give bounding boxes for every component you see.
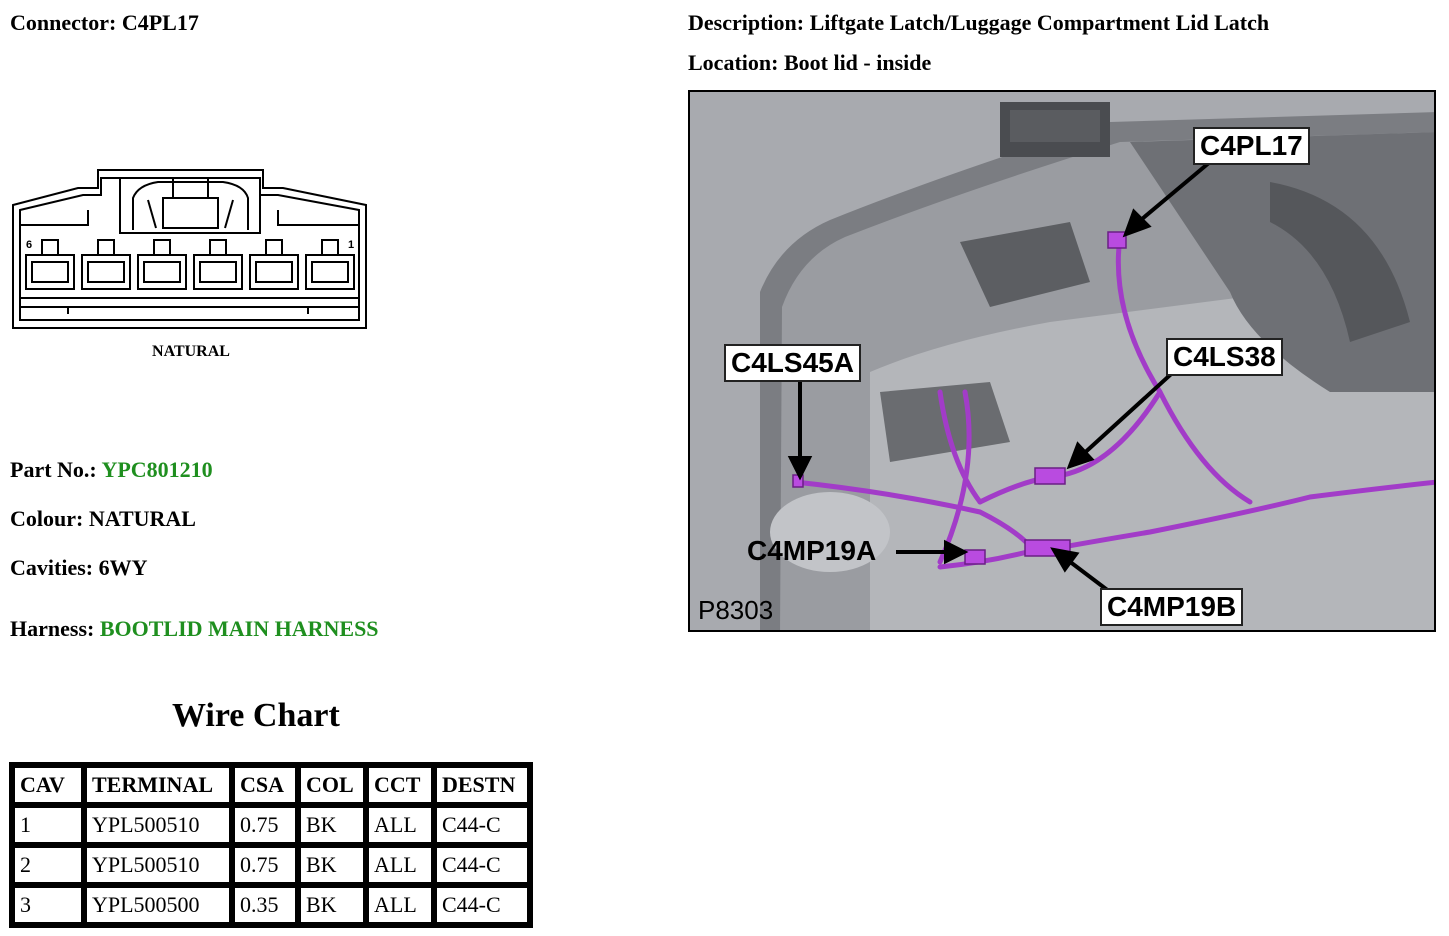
table-cell: BK	[298, 885, 366, 925]
callout-c4ls38: C4LS38	[1166, 338, 1283, 376]
location-value: Boot lid - inside	[783, 50, 932, 75]
callout-c4mp19a: C4MP19A	[747, 535, 877, 566]
colour-label: Colour:	[10, 506, 84, 531]
description-label: Description:	[688, 10, 805, 35]
pin-6-label: 6	[26, 239, 32, 251]
table-cell: ALL	[366, 845, 434, 885]
figure-code: P8303	[698, 595, 774, 625]
connector-value: C4PL17	[121, 10, 199, 35]
cavity-pin	[305, 239, 355, 290]
table-cell: 3	[12, 885, 84, 925]
table-cell: YPL500510	[84, 805, 232, 845]
table-cell: C44-C	[434, 885, 530, 925]
column-header: DESTN	[434, 765, 530, 805]
table-cell: BK	[298, 805, 366, 845]
table-row: 3 YPL500500 0.35 BK ALL C44-C	[12, 885, 530, 925]
connector-face-diagram: 6 1 NATURAL	[12, 169, 367, 360]
callout-c4mp19b: C4MP19B	[1100, 588, 1244, 626]
harness-label: Harness:	[10, 616, 95, 641]
table-row: 1 YPL500510 0.75 BK ALL C44-C	[12, 805, 530, 845]
cavities-label: Cavities:	[10, 555, 94, 580]
table-cell: YPL500510	[84, 845, 232, 885]
table-cell: ALL	[366, 885, 434, 925]
diagram-colour-text: NATURAL	[152, 343, 230, 360]
colour-value: NATURAL	[88, 506, 196, 531]
table-row: 2 YPL500510 0.75 BK ALL C44-C	[12, 845, 530, 885]
harness-link[interactable]: BOOTLID MAIN HARNESS	[99, 616, 379, 641]
location-photo: C4PL17 C4LS45A C4LS38 C4MP19A C4MP19B P8…	[688, 90, 1436, 632]
part-no-field: Part No.: YPC801210	[10, 457, 213, 483]
table-cell: 0.35	[232, 885, 298, 925]
table-cell: ALL	[366, 805, 434, 845]
callout-c4ls45a: C4LS45A	[724, 344, 861, 382]
cavity-pin	[137, 239, 187, 290]
table-cell: 1	[12, 805, 84, 845]
column-header: COL	[298, 765, 366, 805]
table-cell: BK	[298, 845, 366, 885]
harness-field: Harness: BOOTLID MAIN HARNESS	[10, 616, 379, 642]
table-cell: 2	[12, 845, 84, 885]
connector-field: Connector: C4PL17	[10, 10, 199, 36]
cavity-pin	[25, 239, 75, 290]
location-label: Location:	[688, 50, 779, 75]
column-header: CSA	[232, 765, 298, 805]
column-header: CAV	[12, 765, 84, 805]
table-cell: YPL500500	[84, 885, 232, 925]
wire-chart-table: CAV TERMINAL CSA COL CCT DESTN 1 YPL5005…	[9, 762, 533, 928]
description-field: Description: Liftgate Latch/Luggage Comp…	[688, 10, 1269, 36]
column-header: CCT	[366, 765, 434, 805]
table-cell: C44-C	[434, 845, 530, 885]
column-header: TERMINAL	[84, 765, 232, 805]
table-cell: C44-C	[434, 805, 530, 845]
cavity-pin	[249, 239, 299, 290]
wire-chart-title: Wire Chart	[172, 697, 340, 734]
cavities-value: 6WY	[98, 555, 148, 580]
boot-lid-illustration	[690, 92, 1434, 630]
description-value: Liftgate Latch/Luggage Compartment Lid L…	[809, 10, 1270, 35]
part-no-link[interactable]: YPC801210	[101, 457, 213, 482]
colour-field: Colour: NATURAL	[10, 506, 196, 532]
table-header-row: CAV TERMINAL CSA COL CCT DESTN	[12, 765, 530, 805]
connector-label: Connector:	[10, 10, 117, 35]
cavity-pin	[193, 239, 243, 290]
pin-1-label: 1	[348, 239, 354, 251]
cavity-pin	[81, 239, 131, 290]
callout-c4pl17: C4PL17	[1193, 127, 1310, 165]
table-cell: 0.75	[232, 805, 298, 845]
cavities-field: Cavities: 6WY	[10, 555, 147, 581]
table-cell: 0.75	[232, 845, 298, 885]
part-no-label: Part No.:	[10, 457, 97, 482]
location-field: Location: Boot lid - inside	[688, 50, 931, 76]
